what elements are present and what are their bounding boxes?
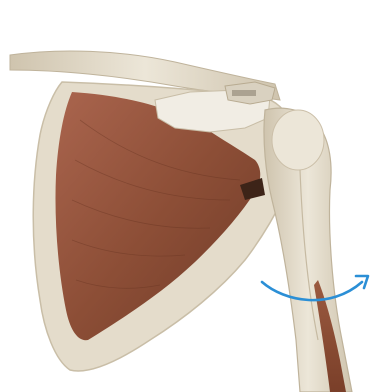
humeral-head	[272, 110, 324, 170]
joint-gap	[232, 90, 256, 96]
